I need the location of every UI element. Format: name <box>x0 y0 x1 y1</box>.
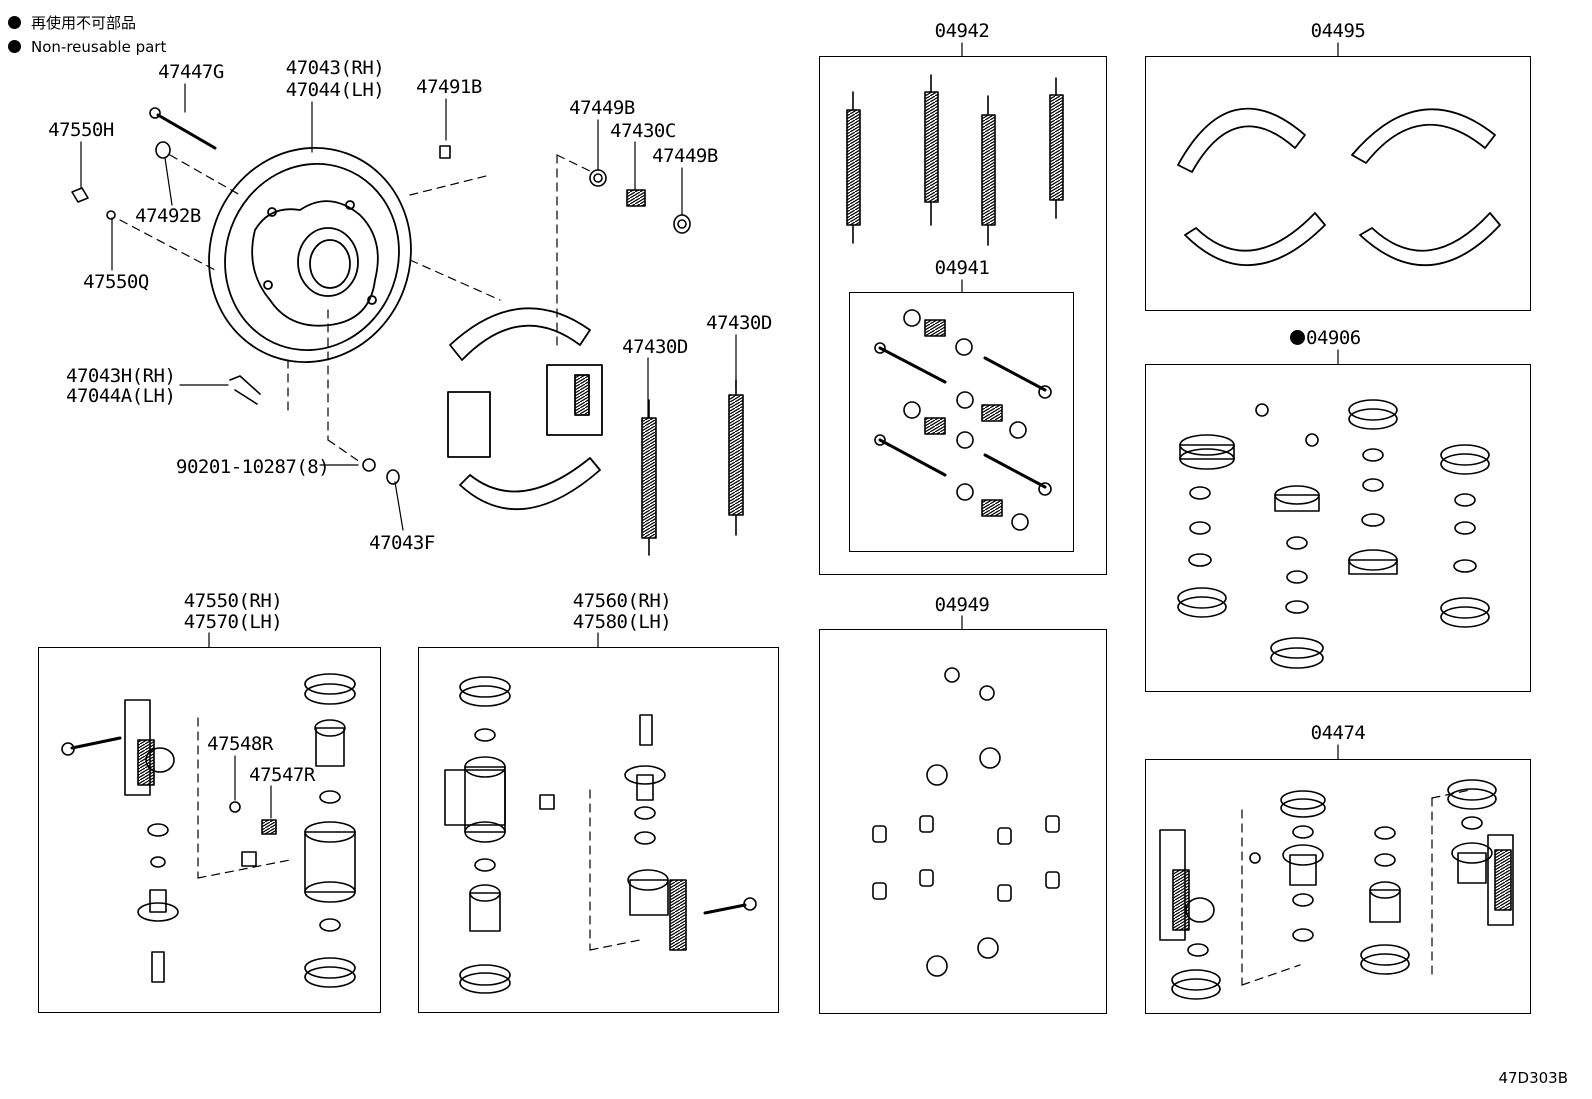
legend-text-jp: 再使用不可部品 <box>31 14 137 32</box>
part-label-47430C: 47430C <box>610 120 676 142</box>
part-label-47550H: 47550H <box>48 119 114 141</box>
kit-label-04949: 04949 <box>934 594 990 616</box>
part-label-47430D-right: 47430D <box>706 312 772 334</box>
part-label-47043H: 47043H(RH) <box>66 365 176 387</box>
part-label-47043RH: 47043(RH) <box>285 57 385 79</box>
legend-japanese: 再使用不可部品 <box>8 12 136 33</box>
part-label-47447G: 47447G <box>158 61 224 83</box>
kit-box-47560 <box>418 647 779 1013</box>
part-label-47449B-upper: 47449B <box>569 97 635 119</box>
part-label-47547R: 47547R <box>249 764 315 786</box>
legend-text-en: Non-reusable part <box>31 38 167 56</box>
part-label-47430D-left: 47430D <box>622 336 688 358</box>
part-label-47492B: 47492B <box>135 205 201 227</box>
non-reusable-dot-icon <box>8 40 21 53</box>
part-label-47043F: 47043F <box>369 532 435 554</box>
kit-box-47550 <box>38 647 381 1013</box>
part-label-47580LH: 47580(LH) <box>572 611 672 633</box>
part-label-90201-10287: 90201-10287(8) <box>176 456 330 478</box>
non-reusable-dot-icon <box>1290 330 1305 345</box>
part-label-47560RH: 47560(RH) <box>572 590 672 612</box>
part-label-47044LH: 47044(LH) <box>285 79 385 101</box>
non-reusable-dot-icon <box>8 16 21 29</box>
kit-label-04942: 04942 <box>934 20 990 42</box>
part-label-47449B-lower: 47449B <box>652 145 718 167</box>
kit-box-04942 <box>819 56 1107 575</box>
kit-label-04474: 04474 <box>1310 722 1366 744</box>
part-label-47548R: 47548R <box>207 733 273 755</box>
part-label-47044A: 47044A(LH) <box>66 385 176 407</box>
part-label-47550Q: 47550Q <box>83 271 149 293</box>
kit-label-04941: 04941 <box>934 257 990 279</box>
kit-label-04495: 04495 <box>1310 20 1366 42</box>
figure-reference-code: 47D303B <box>1498 1069 1568 1087</box>
kit-box-04941 <box>849 292 1074 552</box>
part-label-47550RH: 47550(RH) <box>183 590 283 612</box>
kit-box-04949 <box>819 629 1107 1014</box>
legend-english: Non-reusable part <box>8 38 166 56</box>
backing-plate <box>208 147 412 363</box>
part-label-47570LH: 47570(LH) <box>183 611 283 633</box>
part-label-47491B: 47491B <box>416 76 482 98</box>
kit-label-04906: 04906 <box>1290 328 1361 348</box>
